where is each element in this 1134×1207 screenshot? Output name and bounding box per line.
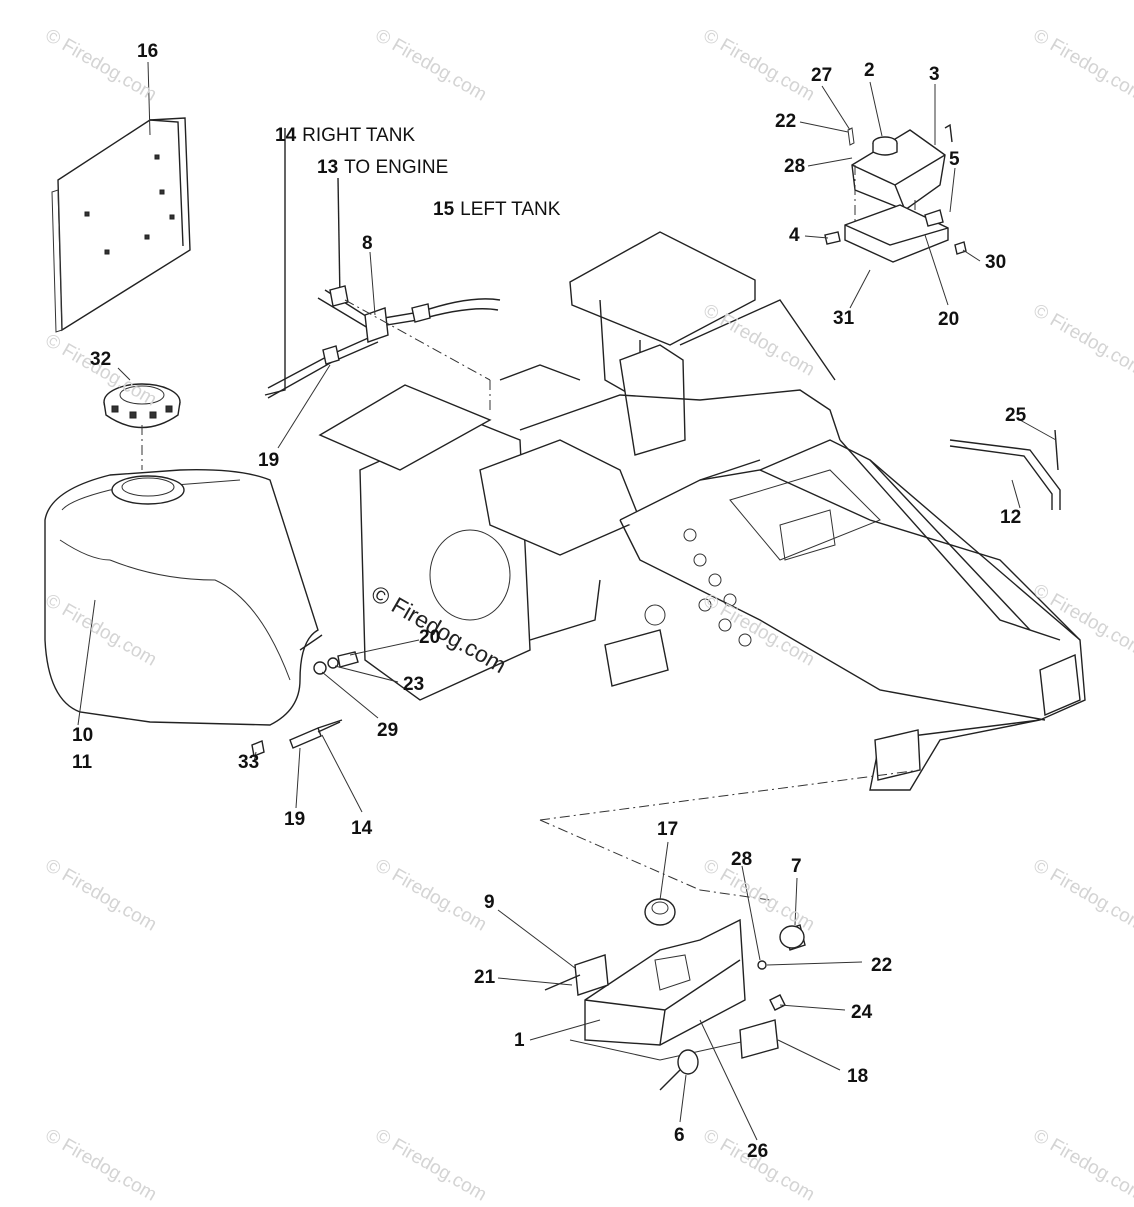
- panel-16-drawing: [51, 117, 191, 333]
- callout-7: 7: [791, 856, 802, 877]
- callout-21: 21: [474, 967, 496, 988]
- callout-10: 10: [72, 725, 94, 746]
- reservoir-assembly-drawing: [824, 123, 967, 263]
- callout-19: 19: [258, 450, 280, 471]
- callout-5: 5: [949, 149, 960, 170]
- callout-6: 6: [674, 1125, 685, 1146]
- callout-4: 4: [789, 225, 800, 246]
- dash-panel-drawing: [544, 898, 806, 1091]
- callout-28: 28: [784, 156, 806, 177]
- callout-22: 22: [871, 955, 893, 976]
- callout-25: 25: [1005, 405, 1027, 426]
- callout-27: 27: [811, 65, 833, 86]
- callout-9: 9: [484, 892, 495, 913]
- rod-12-drawing: [949, 429, 1061, 510]
- callout-19: 19: [284, 809, 306, 830]
- callout-30: 30: [985, 252, 1007, 273]
- chassis-frame-drawing: [318, 231, 1086, 901]
- callout-31: 31: [833, 308, 855, 329]
- callout-16: 16: [137, 41, 159, 62]
- callout-26: 26: [747, 1141, 769, 1162]
- callout-2: 2: [864, 60, 875, 81]
- tank-fittings-drawing: [251, 651, 359, 757]
- callout-23: 23: [403, 674, 425, 695]
- callout-12: 12: [1000, 507, 1022, 528]
- callout-11: 11: [72, 752, 93, 773]
- fuel-tank-10-drawing: [44, 469, 323, 726]
- callout-20: 20: [419, 627, 441, 648]
- callout-24: 24: [851, 1002, 873, 1023]
- callout-1: 1: [514, 1030, 525, 1051]
- callout-leaders: [77, 61, 1057, 1141]
- callout-18: 18: [847, 1066, 869, 1087]
- callout-33: 33: [238, 752, 260, 773]
- callout-28: 28: [731, 849, 753, 870]
- fuel-cap-32-drawing: [103, 383, 181, 470]
- callout-3: 3: [929, 64, 940, 85]
- fuel-lines-drawing: [264, 128, 501, 410]
- callout-8: 8: [362, 233, 373, 254]
- callout-22: 22: [775, 111, 797, 132]
- callout-14: 14: [351, 818, 373, 839]
- callout-17: 17: [657, 819, 679, 840]
- callout-32: 32: [90, 349, 112, 370]
- callout-20: 20: [938, 309, 960, 330]
- callout-29: 29: [377, 720, 399, 741]
